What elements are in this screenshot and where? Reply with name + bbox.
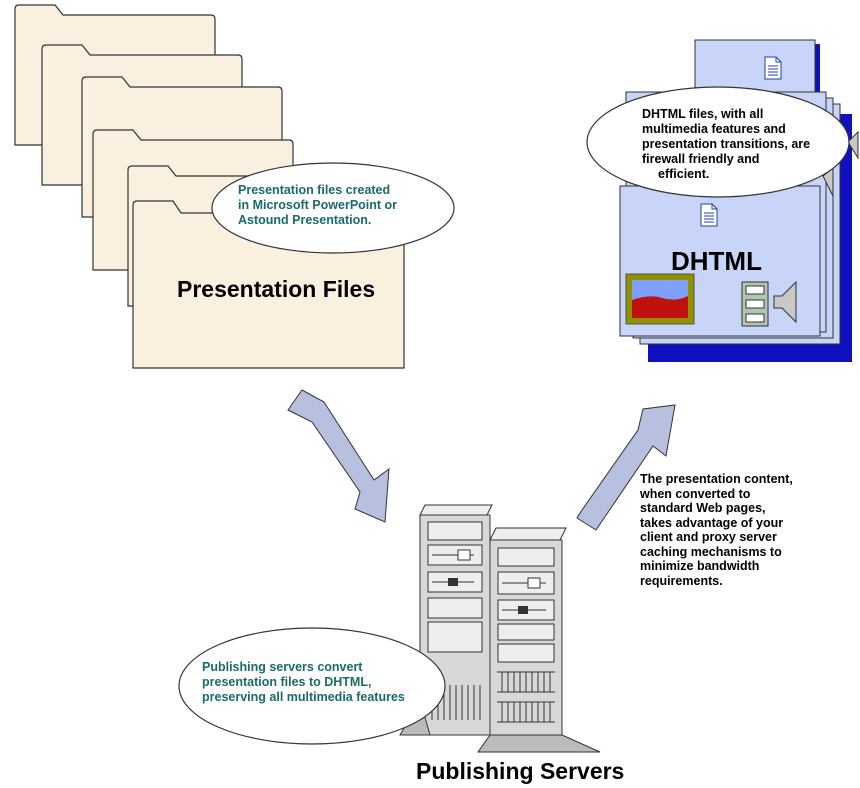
dhtml-callout: DHTML files, with all multimedia feature… (642, 107, 852, 182)
conversion-arrow (287, 389, 390, 523)
server-tower-front (477, 527, 601, 753)
callout-line: presentation files to DHTML, (202, 675, 372, 689)
presentation-callout-bubble (211, 162, 455, 254)
document-icon (700, 203, 718, 227)
callout-line: efficient. (658, 167, 710, 181)
presentation-files-title: Presentation Files (177, 276, 376, 302)
dhtml-callout-bubble (586, 86, 850, 198)
callout-line: in Microsoft PowerPoint or (238, 198, 398, 212)
note-line: takes advantage of your (640, 515, 784, 530)
note-line: when converted to (640, 486, 751, 501)
publish-arrow (576, 404, 676, 531)
presentation-callout: Presentation files created in Microsoft … (238, 183, 438, 228)
servers-callout: Publishing servers convert presentation … (202, 660, 447, 705)
note-line: caching mechanisms to (640, 544, 782, 559)
note-line: minimize bandwidth (640, 559, 760, 573)
callout-line: multimedia features and (642, 122, 786, 136)
note-line: The presentation content, (640, 472, 793, 486)
picture-icon (625, 273, 695, 325)
callout-line: firewall friendly and (642, 152, 760, 166)
video-icon (741, 281, 769, 327)
note-line: standard Web pages, (640, 501, 766, 515)
note-line: client and proxy server (640, 530, 777, 544)
callout-line: Presentation files created (238, 183, 391, 197)
caching-note: The presentation content, when converted… (640, 472, 855, 588)
publishing-servers-title: Publishing Servers (416, 758, 625, 784)
callout-line: DHTML files, with all (642, 107, 764, 121)
speaker-icon (773, 280, 797, 324)
document-icon (764, 56, 782, 80)
callout-line: Astound Presentation. (238, 213, 372, 227)
callout-line: preserving all multimedia features (202, 690, 405, 704)
dhtml-title: DHTML (671, 246, 762, 276)
callout-line: Publishing servers convert (202, 660, 363, 674)
servers-callout-bubble (178, 627, 446, 745)
speaker-icon (847, 130, 859, 160)
callout-line: presentation transitions, are (642, 137, 811, 151)
note-line: requirements. (640, 573, 723, 588)
